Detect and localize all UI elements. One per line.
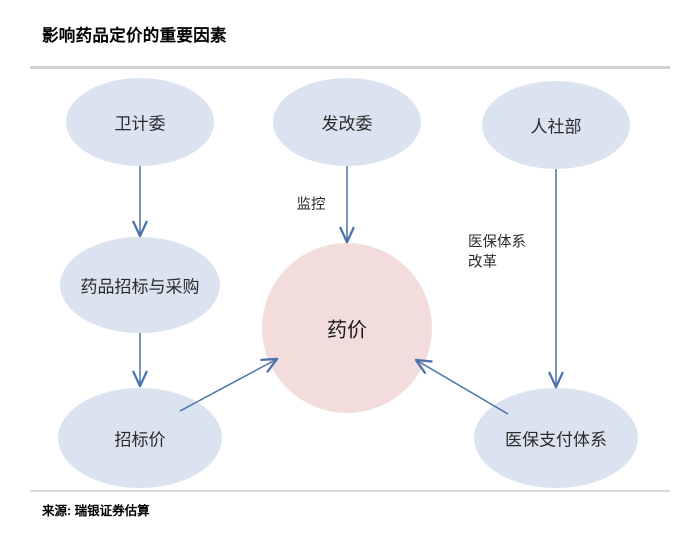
node-zhaobiaojia[interactable] [58,388,222,488]
node-weijiwei[interactable] [66,78,214,166]
figure-source: 来源: 瑞银证券估算 [42,504,150,518]
edge-yibao-to-yaojia [416,360,509,415]
node-fagaiwei[interactable] [273,78,421,166]
node-yaojia[interactable] [262,243,432,413]
figure-title: 影响药品定价的重要因素 [42,27,227,45]
footer-divider [30,490,670,492]
edge-zhaobiaojia-to-yaojia [179,359,277,412]
node-yibao-zhifu[interactable] [474,388,638,488]
header-divider [30,66,670,69]
diagram-canvas: 卫计委 发改委 人社部 药品招标与采购 药价 招标价 医保支付体系 监控 医保体… [0,66,700,491]
node-zhaobiao-caigou[interactable] [60,237,220,333]
diagram-svg [58,78,638,488]
node-renshebu[interactable] [482,81,630,169]
node-shapes [58,78,638,488]
